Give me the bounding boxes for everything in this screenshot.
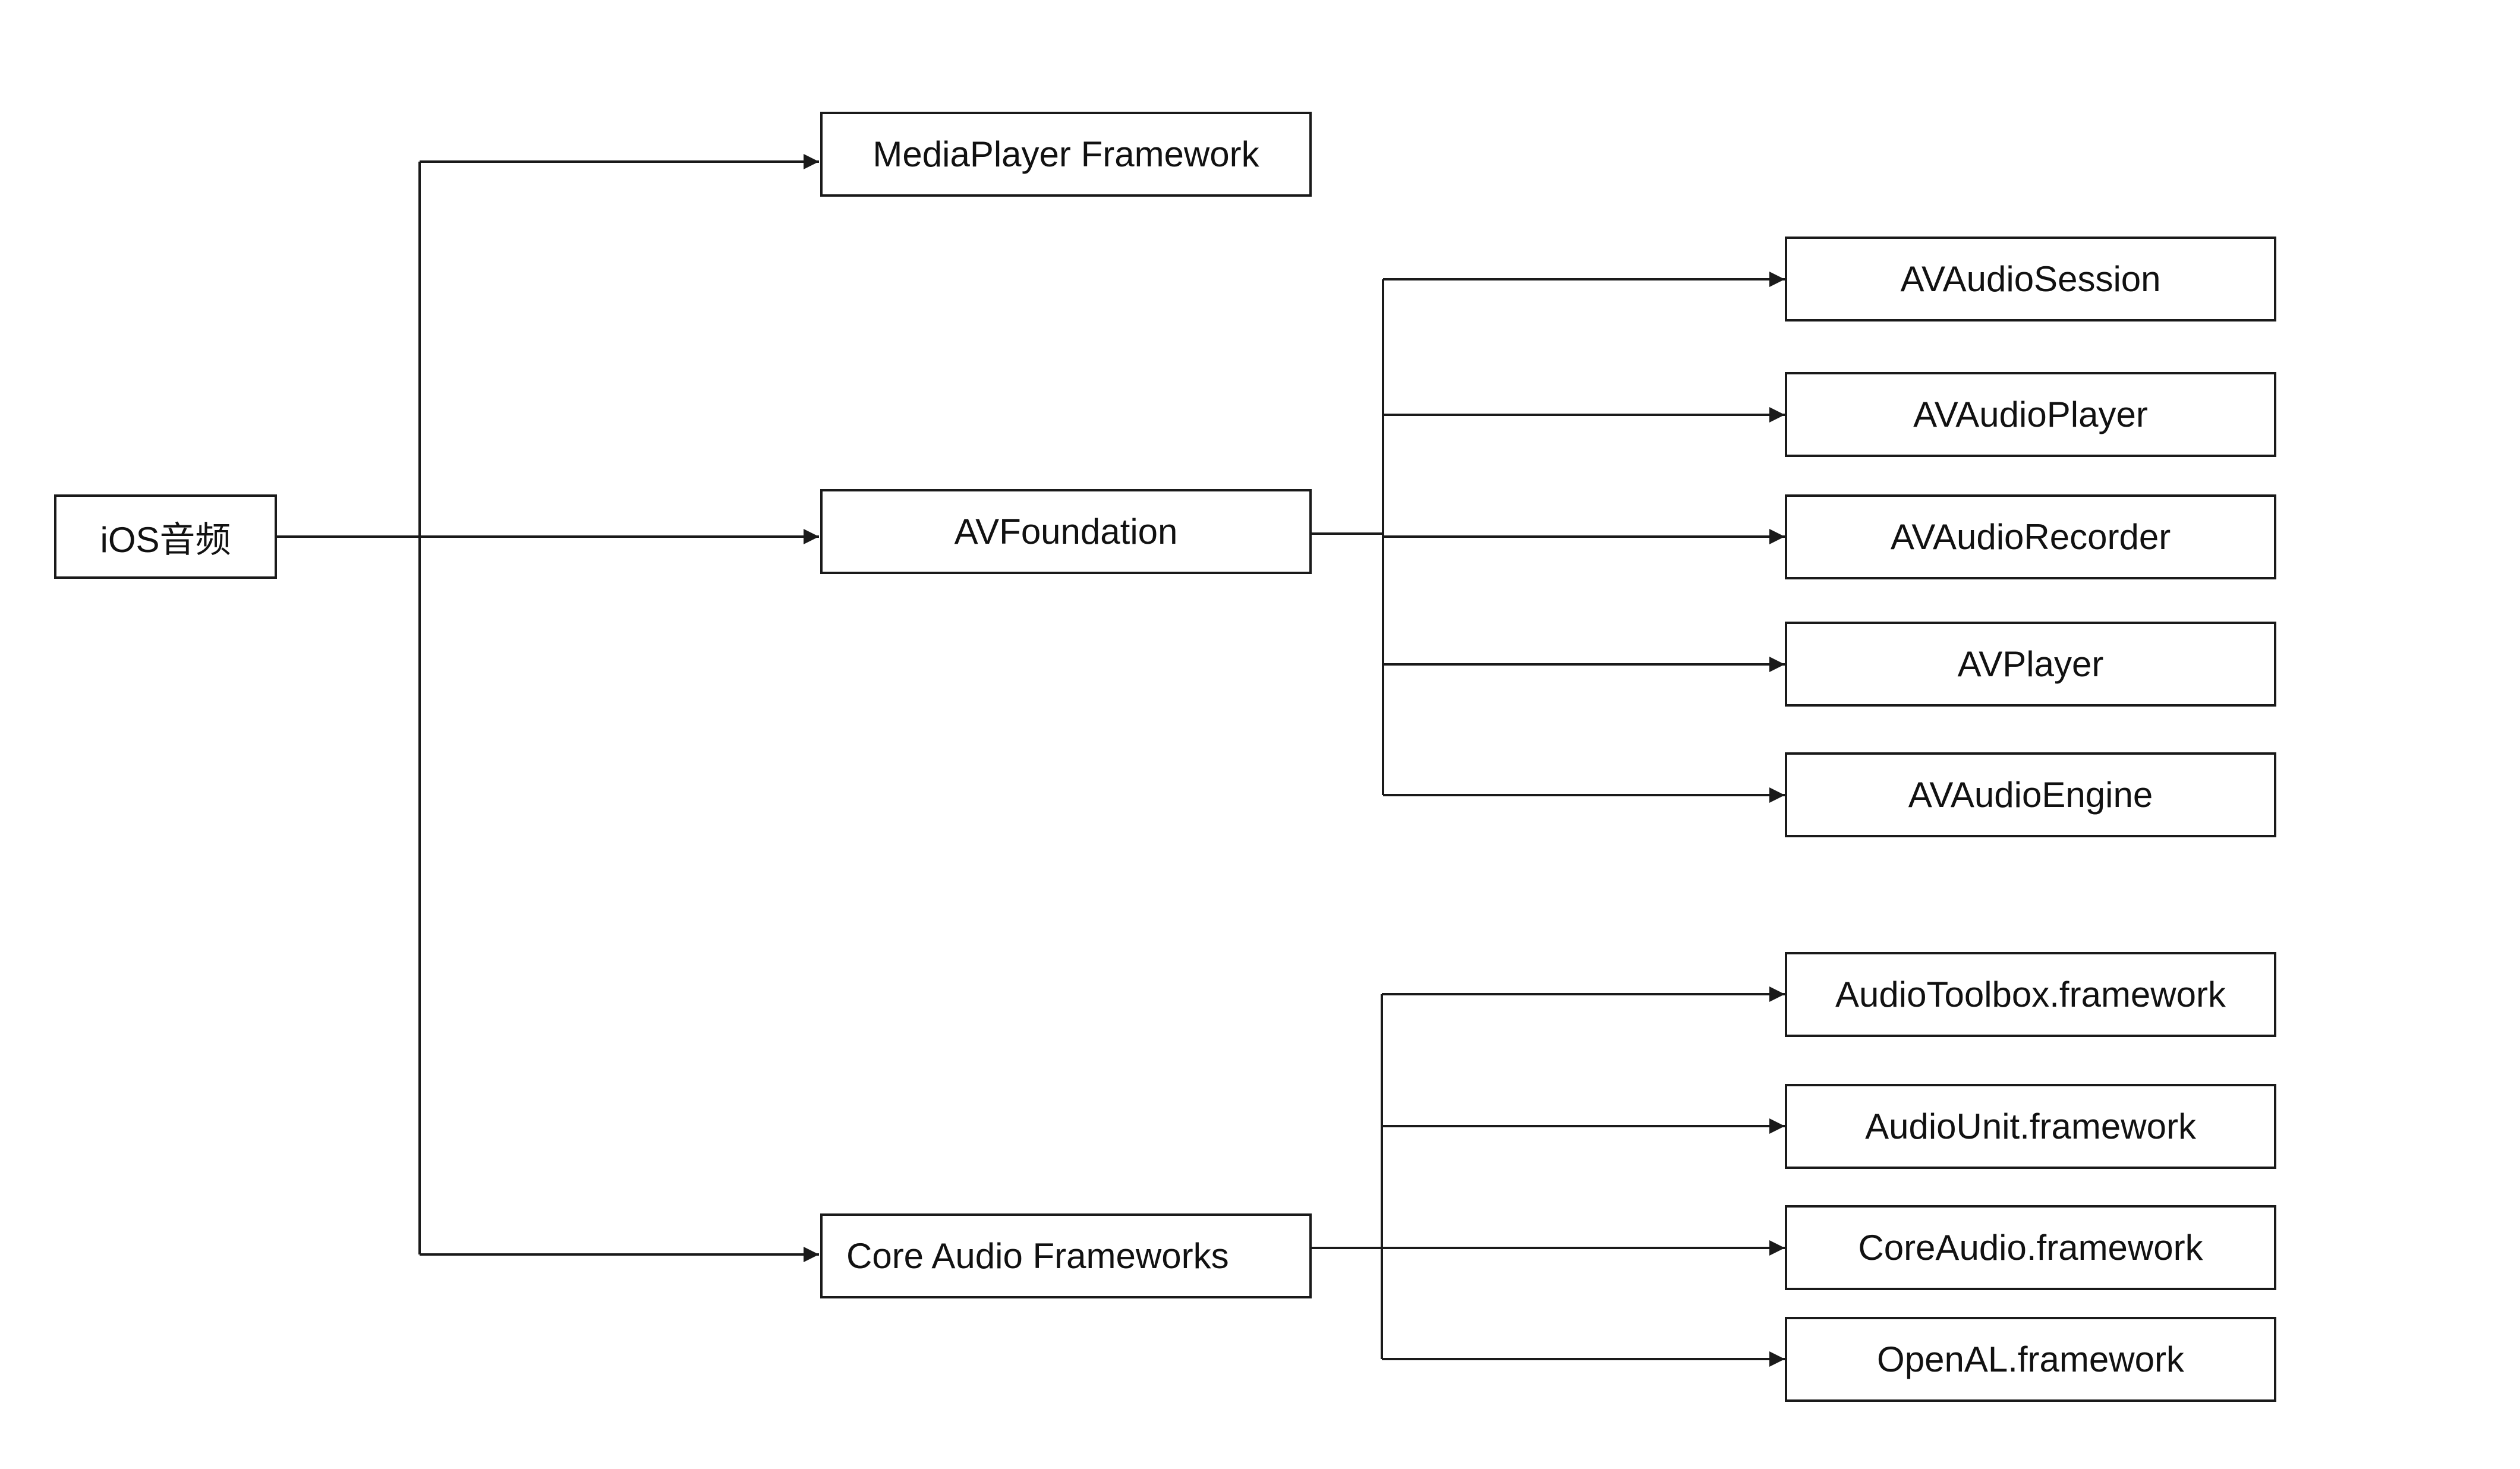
node-label: OpenAL.framework xyxy=(1877,1339,2184,1379)
node-mediaplayer-framework: MediaPlayer Framework xyxy=(820,112,1312,197)
node-avaudioengine: AVAudioEngine xyxy=(1785,752,2276,837)
node-coreaudio-framework: CoreAudio.framework xyxy=(1785,1205,2276,1290)
node-audiotoolbox-framework: AudioToolbox.framework xyxy=(1785,952,2276,1037)
node-avaudiorecorder: AVAudioRecorder xyxy=(1785,494,2276,579)
node-label: iOS音频 xyxy=(100,519,231,560)
node-avaudiosession: AVAudioSession xyxy=(1785,237,2276,321)
node-avplayer: AVPlayer xyxy=(1785,622,2276,707)
node-ios-audio: iOS音频 xyxy=(54,494,277,579)
node-label: AVFoundation xyxy=(954,512,1178,551)
node-avfoundation: AVFoundation xyxy=(820,489,1312,574)
node-label: AudioToolbox.framework xyxy=(1835,975,2226,1014)
node-label: AVAudioEngine xyxy=(1908,775,2153,815)
node-label: MediaPlayer Framework xyxy=(872,134,1259,174)
node-audiounit-framework: AudioUnit.framework xyxy=(1785,1084,2276,1169)
node-label: CoreAudio.framework xyxy=(1858,1228,2203,1268)
node-openal-framework: OpenAL.framework xyxy=(1785,1317,2276,1402)
node-label: AVAudioSession xyxy=(1900,259,2161,299)
node-label: AVAudioPlayer xyxy=(1913,395,2148,434)
node-label: Core Audio Frameworks xyxy=(846,1236,1229,1276)
node-label: AVPlayer xyxy=(1957,644,2104,684)
node-label: AudioUnit.framework xyxy=(1865,1107,2196,1146)
node-label: AVAudioRecorder xyxy=(1890,517,2171,557)
node-core-audio-frameworks: Core Audio Frameworks xyxy=(820,1213,1312,1298)
node-avaudioplayer: AVAudioPlayer xyxy=(1785,372,2276,457)
